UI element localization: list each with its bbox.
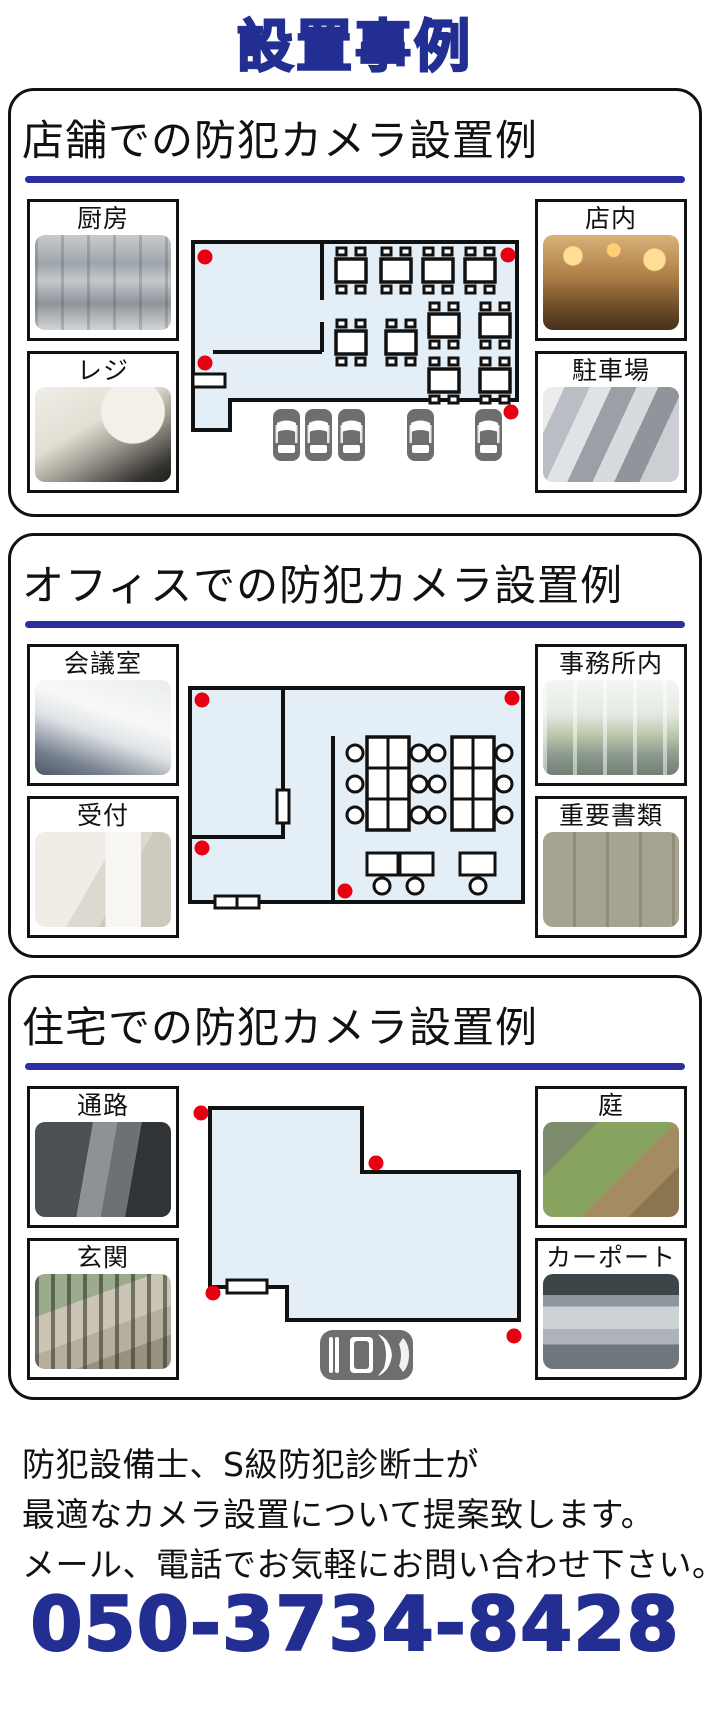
section-office-heading: オフィスでの防犯カメラ設置例 <box>22 561 624 610</box>
store-floor-plan <box>191 240 519 461</box>
meeting-room-door <box>275 788 291 825</box>
carport-photo <box>543 1274 679 1369</box>
section-house: 住宅での防犯カメラ設置例 通路 玄関 庭 カーポート <box>8 975 702 1400</box>
camera-dot <box>506 1328 522 1344</box>
photo-box-carport: カーポート <box>535 1238 687 1380</box>
photo-box-register: レジ <box>27 351 179 493</box>
photo-box-kitchen: 厨房 <box>27 199 179 341</box>
photo-box-passage: 通路 <box>27 1086 179 1228</box>
footer-line-3: メール、電話でお気軽にお問い合わせ下さい。 <box>22 1545 710 1584</box>
camera-dot <box>337 883 353 899</box>
carport-car <box>320 1330 413 1380</box>
camera-dot <box>194 692 210 708</box>
photo-box-documents: 重要書類 <box>535 796 687 938</box>
entrance-photo <box>35 1274 171 1369</box>
page-title: 設置事例 <box>236 14 473 82</box>
photo-box-parking: 駐車場 <box>535 351 687 493</box>
photo-label: カーポート <box>545 1243 676 1272</box>
photo-box-entrance: 玄関 <box>27 1238 179 1380</box>
camera-dot <box>205 1285 221 1301</box>
office-interior-photo <box>543 680 679 775</box>
phone-number: 050-3734-8428 <box>29 1579 680 1669</box>
footer-line-2: 最適なカメラ設置について提案致します。 <box>22 1495 655 1534</box>
heading-underline <box>25 621 685 628</box>
parked-cars <box>273 409 502 461</box>
photo-label: レジ <box>76 356 129 385</box>
office-entrance-door <box>213 894 239 910</box>
parking-photo <box>543 387 679 482</box>
photo-box-meeting-room: 会議室 <box>27 644 179 786</box>
garden-photo <box>543 1122 679 1217</box>
office-entrance-door <box>235 894 261 910</box>
documents-photo <box>543 832 679 927</box>
house-site-plan <box>193 1105 522 1380</box>
photo-box-garden: 庭 <box>535 1086 687 1228</box>
section-house-heading: 住宅での防犯カメラ設置例 <box>22 1003 539 1052</box>
photo-label: 厨房 <box>76 204 129 233</box>
office-chairs <box>345 743 514 825</box>
heading-underline <box>25 1063 685 1070</box>
section-office: オフィスでの防犯カメラ設置例 会議室 受付 事務所内 重要書類 <box>8 533 702 958</box>
bottom-desks <box>365 851 497 896</box>
section-store-heading: 店舗での防犯カメラ設置例 <box>22 116 539 165</box>
house-entrance-door <box>225 1278 269 1295</box>
photo-label: 店内 <box>584 204 637 233</box>
heading-underline <box>25 176 685 183</box>
photo-label: 駐車場 <box>571 356 650 385</box>
camera-dot <box>503 404 519 420</box>
photo-label: 玄関 <box>76 1243 129 1272</box>
photo-label: 事務所内 <box>558 649 663 678</box>
register-photo <box>35 387 171 482</box>
footer-line-1: 防犯設備士、S級防犯診断士が <box>22 1445 479 1484</box>
section-store: 店舗での防犯カメラ設置例 厨房 レジ 店内 駐車場 <box>8 88 702 517</box>
photo-label: 受付 <box>76 801 129 830</box>
store-interior-photo <box>543 235 679 330</box>
photo-box-reception: 受付 <box>27 796 179 938</box>
camera-dot <box>194 840 210 856</box>
photo-box-office-interior: 事務所内 <box>535 644 687 786</box>
photo-label: 重要書類 <box>558 801 663 830</box>
kitchen-photo <box>35 235 171 330</box>
camera-dot <box>193 1105 209 1121</box>
photo-label: 庭 <box>597 1091 624 1120</box>
camera-dot <box>197 249 213 265</box>
reception-photo <box>35 832 171 927</box>
camera-dot <box>368 1155 384 1171</box>
meeting-room-photo <box>35 680 171 775</box>
camera-dot <box>504 690 520 706</box>
office-walls <box>190 688 335 902</box>
office-floor-plan <box>188 686 525 910</box>
photo-label: 通路 <box>76 1091 129 1120</box>
photo-label: 会議室 <box>63 649 142 678</box>
passage-photo <box>35 1122 171 1217</box>
kitchen-walls <box>213 242 324 354</box>
camera-dot <box>500 247 516 263</box>
photo-box-store-interior: 店内 <box>535 199 687 341</box>
camera-dot <box>197 355 213 371</box>
register-counter <box>191 372 227 389</box>
